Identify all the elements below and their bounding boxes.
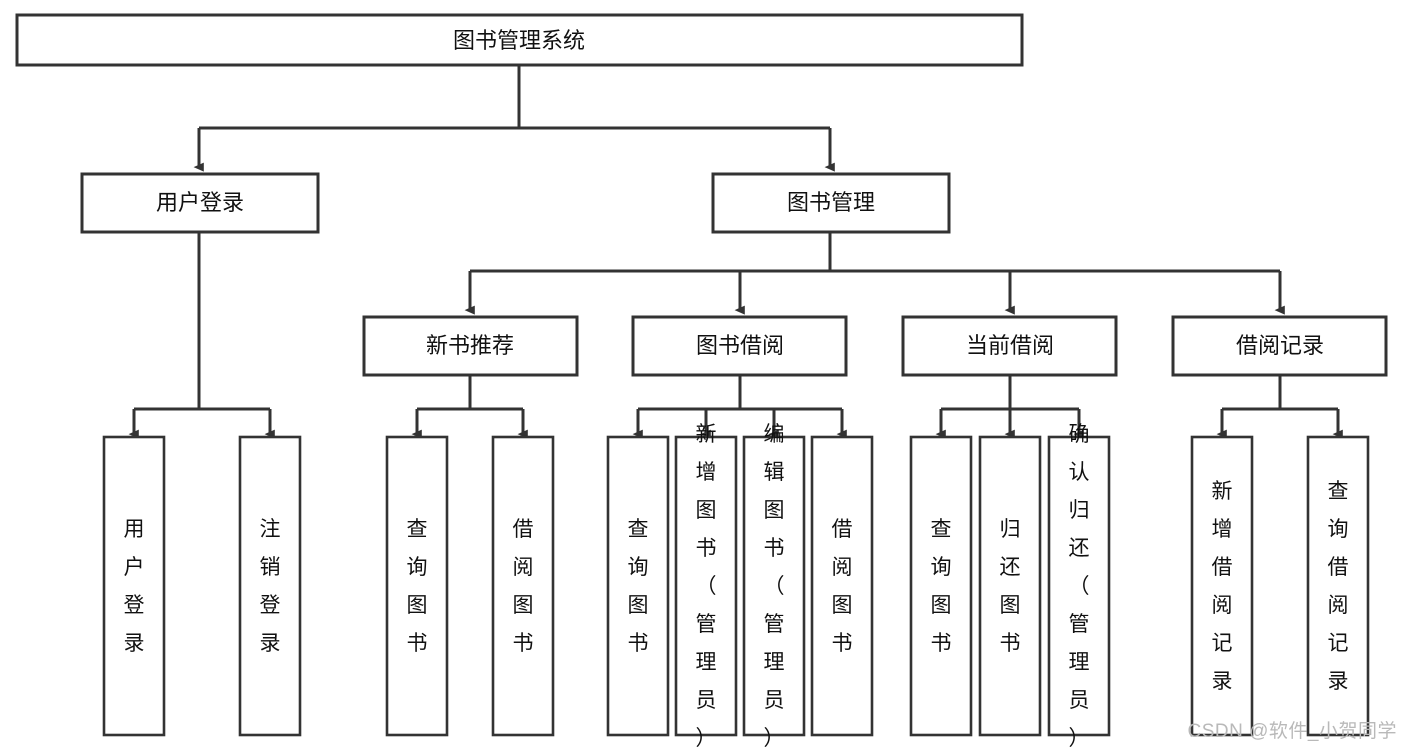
node-leaf-query-book-1[interactable]: 查询图书: [385, 435, 449, 737]
node-leaf-query-record-label: 查询借阅记录: [1328, 480, 1349, 693]
node-leaf-add-record[interactable]: 新增借阅记录: [1190, 435, 1254, 737]
node-leaf-edit-book-label: 编辑图书（管理员）: [764, 423, 785, 747]
node-leaf-edit-book[interactable]: 编辑图书（管理员）: [742, 423, 806, 747]
node-leaf-query-book-3[interactable]: 查询图书: [909, 435, 973, 737]
node-root-label: 图书管理系统: [453, 28, 585, 53]
node-leaf-user-login-label: 用户登录: [124, 518, 145, 655]
node-book-management[interactable]: 图书管理: [711, 172, 951, 234]
node-leaf-query-book-1-label: 查询图书: [407, 518, 428, 655]
node-root-box[interactable]: [15, 13, 1024, 67]
node-leaf-borrow-book-2-label: 借阅图书: [832, 518, 853, 655]
node-leaf-return-book-label: 归还图书: [1000, 518, 1021, 655]
node-leaf-query-book-1-box[interactable]: [385, 435, 449, 737]
node-book-borrow-label: 图书借阅: [696, 333, 784, 358]
node-current-borrow-label: 当前借阅: [966, 333, 1054, 358]
node-leaf-query-record-box[interactable]: [1306, 435, 1370, 737]
node-leaf-query-book-3-label: 查询图书: [931, 518, 952, 655]
node-leaf-return-book-box[interactable]: [978, 435, 1042, 737]
node-leaf-add-book-box[interactable]: [674, 435, 738, 737]
node-new-book-recommend-box[interactable]: [362, 315, 579, 377]
node-leaf-confirm-return-label: 确认归还（管理员）: [1069, 423, 1090, 747]
node-leaf-query-book-2-label: 查询图书: [628, 518, 649, 655]
node-leaf-logout-login-box[interactable]: [238, 435, 302, 737]
node-leaf-user-login-box[interactable]: [102, 435, 166, 737]
node-leaf-add-book-label: 新增图书（管理员）: [696, 423, 717, 747]
node-book-management-box[interactable]: [711, 172, 951, 234]
node-leaf-user-login[interactable]: 用户登录: [102, 435, 166, 737]
node-leaf-borrow-book-1[interactable]: 借阅图书: [491, 435, 555, 737]
node-leaf-logout-login[interactable]: 注销登录: [238, 435, 302, 737]
node-current-borrow[interactable]: 当前借阅: [901, 315, 1118, 377]
node-leaf-return-book[interactable]: 归还图书: [978, 435, 1042, 737]
node-leaf-add-book[interactable]: 新增图书（管理员）: [674, 423, 738, 747]
node-new-book-recommend-label: 新书推荐: [426, 333, 514, 358]
node-leaf-confirm-return[interactable]: 确认归还（管理员）: [1047, 423, 1111, 747]
node-user-login[interactable]: 用户登录: [80, 172, 320, 234]
node-user-login-box[interactable]: [80, 172, 320, 234]
node-book-borrow-box[interactable]: [631, 315, 848, 377]
node-leaf-add-record-box[interactable]: [1190, 435, 1254, 737]
node-leaf-query-book-3-box[interactable]: [909, 435, 973, 737]
connector-layer: [128, 65, 1343, 439]
node-user-login-label: 用户登录: [156, 190, 244, 215]
node-leaf-add-record-label: 新增借阅记录: [1212, 480, 1233, 693]
node-leaf-query-book-2-box[interactable]: [606, 435, 670, 737]
node-leaf-confirm-return-box[interactable]: [1047, 435, 1111, 737]
node-current-borrow-box[interactable]: [901, 315, 1118, 377]
node-leaf-logout-login-label: 注销登录: [260, 518, 281, 655]
node-new-book-recommend[interactable]: 新书推荐: [362, 315, 579, 377]
node-leaf-borrow-book-1-label: 借阅图书: [513, 518, 534, 655]
node-leaf-query-book-2[interactable]: 查询图书: [606, 435, 670, 737]
node-book-borrow[interactable]: 图书借阅: [631, 315, 848, 377]
node-root[interactable]: 图书管理系统: [15, 13, 1024, 67]
node-borrow-record-label: 借阅记录: [1236, 333, 1324, 358]
node-leaf-query-record[interactable]: 查询借阅记录: [1306, 435, 1370, 737]
node-leaf-borrow-book-1-box[interactable]: [491, 435, 555, 737]
node-book-management-label: 图书管理: [787, 190, 875, 215]
node-borrow-record[interactable]: 借阅记录: [1171, 315, 1388, 377]
node-leaf-borrow-book-2-box[interactable]: [810, 435, 874, 737]
node-leaf-edit-book-box[interactable]: [742, 435, 806, 737]
node-leaf-borrow-book-2[interactable]: 借阅图书: [810, 435, 874, 737]
node-borrow-record-box[interactable]: [1171, 315, 1388, 377]
